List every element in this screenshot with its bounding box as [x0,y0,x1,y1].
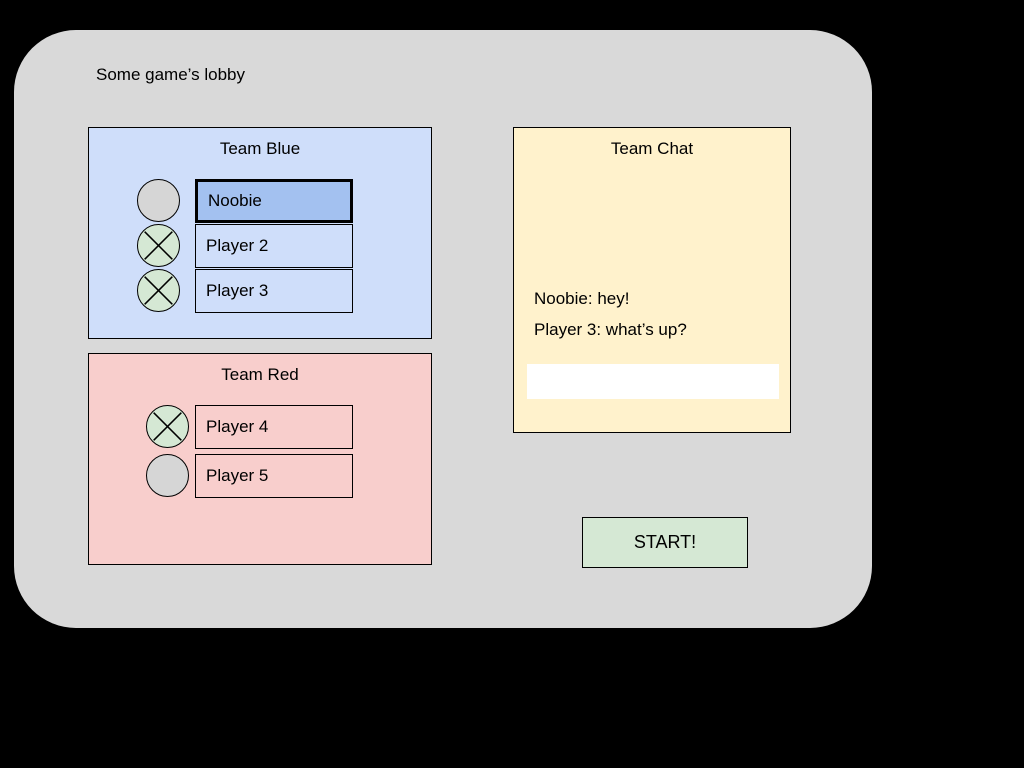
player-name-label: Player 5 [206,466,269,485]
player-name-label: Player 4 [206,417,269,436]
chat-message: Noobie: hey! [534,289,630,308]
player-name-label: Player 2 [206,236,269,255]
start-button[interactable]: START! [582,517,748,568]
circle-green-cross-icon [146,405,189,448]
circle-green-cross-icon [137,224,180,267]
player-name-box[interactable]: Player 3 [195,269,353,313]
player-name-box[interactable]: Player 2 [195,224,353,268]
circle-gray-icon [137,179,180,222]
team-red-panel: Team Red Player 4 Player 5 [88,353,432,565]
player-row[interactable]: Player 5 [89,454,431,498]
team-chat-panel: Team Chat Noobie: hey! Player 3: what’s … [513,127,791,433]
team-red-title: Team Red [221,365,299,384]
page-title: Some game’s lobby [96,65,245,84]
player-row[interactable]: Player 2 [89,224,431,268]
chat-message: Player 3: what’s up? [534,320,687,339]
chat-input[interactable] [527,364,779,399]
team-blue-panel: Team Blue Noobie Player 2 [88,127,432,339]
circle-gray-icon [146,454,189,497]
player-name-box[interactable]: Player 4 [195,405,353,449]
team-blue-title: Team Blue [219,139,301,158]
player-name-label: Player 3 [206,281,269,300]
player-row[interactable]: Player 4 [89,405,431,449]
team-chat-title: Team Chat [610,139,694,158]
lobby-window: Some game’s lobby Team Blue Noobie [14,30,872,628]
player-row[interactable]: Noobie [89,179,431,223]
player-name-box[interactable]: Noobie [195,179,353,223]
player-row[interactable]: Player 3 [89,269,431,313]
circle-green-cross-icon [137,269,180,312]
player-name-label: Noobie [208,191,262,210]
player-name-box[interactable]: Player 5 [195,454,353,498]
